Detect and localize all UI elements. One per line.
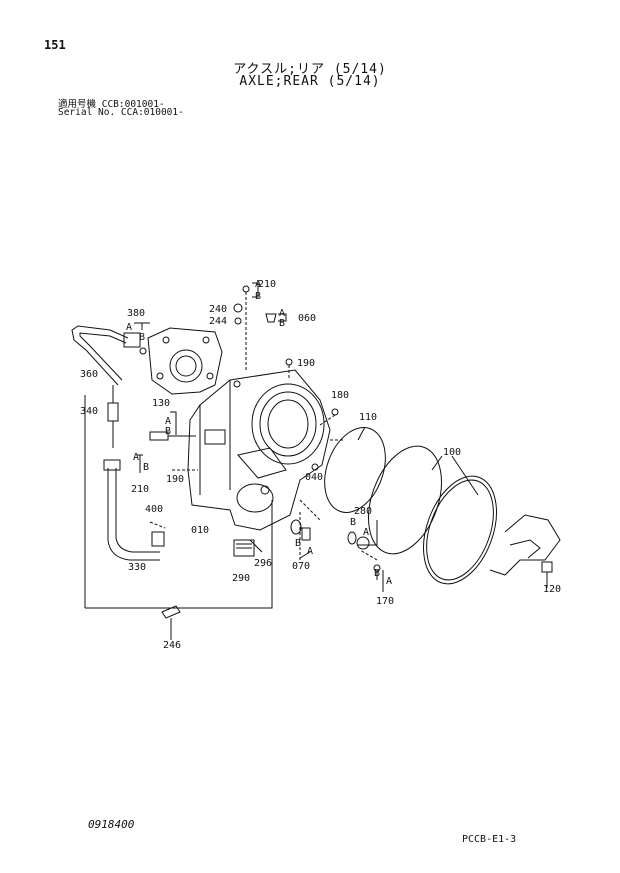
callout-070: 070 bbox=[292, 561, 310, 572]
sub-label-a: A bbox=[363, 527, 369, 538]
bolt-180 bbox=[331, 408, 339, 416]
callout-040: 040 bbox=[305, 472, 323, 483]
page-title-jp: アクスル;リア (5/14) bbox=[233, 62, 387, 77]
plug-280 bbox=[356, 536, 370, 550]
callout-246: 246 bbox=[163, 640, 181, 651]
hose-end-330 bbox=[103, 459, 121, 471]
valve-housing bbox=[147, 327, 223, 395]
page-number: 151 bbox=[44, 38, 66, 52]
callout-400: 400 bbox=[145, 504, 163, 515]
ring-gear-040 bbox=[267, 399, 309, 449]
sub-label-b: B bbox=[350, 517, 356, 528]
sub-label-a: A bbox=[307, 546, 313, 557]
oring-380 bbox=[139, 347, 147, 355]
callout-380: 380 bbox=[127, 308, 145, 319]
sub-label-b: B bbox=[143, 462, 149, 473]
callout-170: 170 bbox=[376, 596, 394, 607]
callout-360: 360 bbox=[80, 369, 98, 380]
callout-280: 280 bbox=[354, 506, 372, 517]
pipe-360 bbox=[71, 325, 129, 386]
leader-290 bbox=[249, 539, 263, 553]
bracket-210-mid bbox=[137, 454, 143, 473]
sub-label-b: B bbox=[279, 318, 285, 329]
sensor-246 bbox=[161, 605, 181, 619]
pin-040 bbox=[311, 463, 319, 471]
oring-110 bbox=[324, 427, 386, 513]
callout-244: 244 bbox=[209, 316, 227, 327]
sub-label-b: B bbox=[374, 568, 380, 579]
callout-130: 130 bbox=[152, 398, 170, 409]
plate-290 bbox=[233, 539, 255, 557]
callout-190-top: 190 bbox=[297, 358, 315, 369]
callout-180: 180 bbox=[331, 390, 349, 401]
serial-line-2: Serial No. CCA:010001- bbox=[58, 107, 184, 118]
bracket-060 bbox=[278, 313, 287, 322]
sub-label-a: A bbox=[126, 322, 132, 333]
valve-bore bbox=[169, 349, 203, 383]
callout-110: 110 bbox=[359, 412, 377, 423]
fitting-380 bbox=[123, 332, 141, 348]
fitting-340 bbox=[107, 402, 119, 422]
callout-labels: 210 A B 240 244 A B 060 380 A B 360 340 … bbox=[80, 279, 561, 651]
sub-label-a: A bbox=[255, 279, 261, 290]
serial-line-1: 適用号機 CCB:001001- bbox=[58, 99, 165, 110]
callout-120: 120 bbox=[543, 584, 561, 595]
housing-flange bbox=[251, 383, 325, 465]
callout-340: 340 bbox=[80, 406, 98, 417]
document-number: 0918400 bbox=[88, 818, 135, 831]
bracket-070 bbox=[299, 551, 311, 559]
callout-330: 330 bbox=[128, 562, 146, 573]
bolt-210 bbox=[242, 285, 250, 293]
callout-296: 296 bbox=[254, 558, 272, 569]
callout-100: 100 bbox=[443, 447, 461, 458]
callout-010: 010 bbox=[191, 525, 209, 536]
callout-060: 060 bbox=[298, 313, 316, 324]
plug-060 bbox=[265, 313, 277, 323]
callout-210-mid: 210 bbox=[131, 484, 149, 495]
plug-070 bbox=[290, 519, 302, 535]
sub-label-a: A bbox=[279, 308, 285, 319]
ring-100-a bbox=[368, 445, 442, 555]
sub-label-b: B bbox=[139, 332, 145, 343]
housing-opening bbox=[236, 483, 274, 513]
adjacent-assembly bbox=[489, 514, 561, 576]
group-bracket-line bbox=[84, 395, 273, 609]
bracket-100 bbox=[431, 455, 479, 496]
bolt-120 bbox=[541, 561, 553, 573]
sub-label-a: A bbox=[386, 576, 392, 587]
axle-housing-010 bbox=[187, 369, 331, 531]
bracket-210-top bbox=[252, 282, 259, 298]
screw-240 bbox=[233, 303, 243, 313]
bracket-380 bbox=[134, 322, 150, 330]
page-title-en: AXLE;REAR (5/14) bbox=[239, 74, 381, 89]
bracket-280 bbox=[357, 520, 378, 546]
hose-330 bbox=[107, 468, 160, 561]
bolt-130 bbox=[149, 431, 169, 441]
sub-label-b: B bbox=[165, 426, 171, 437]
callout-290: 290 bbox=[232, 573, 250, 584]
reference-code: PCCB-E1-3 bbox=[462, 834, 517, 845]
sub-label-a: A bbox=[165, 416, 171, 427]
callout-240: 240 bbox=[209, 304, 227, 315]
bracket-130 bbox=[170, 411, 177, 435]
bolt-190 bbox=[285, 358, 293, 366]
sub-label-b: B bbox=[295, 538, 301, 549]
callout-210-top: 210 bbox=[258, 279, 276, 290]
washer-244 bbox=[234, 317, 242, 325]
pipe-360-inner bbox=[79, 332, 127, 381]
ring-100-b bbox=[423, 475, 497, 585]
sub-label-a: A bbox=[133, 452, 139, 463]
sub-label-b: B bbox=[255, 291, 261, 302]
callout-190-mid: 190 bbox=[166, 474, 184, 485]
leader-110 bbox=[357, 426, 366, 441]
